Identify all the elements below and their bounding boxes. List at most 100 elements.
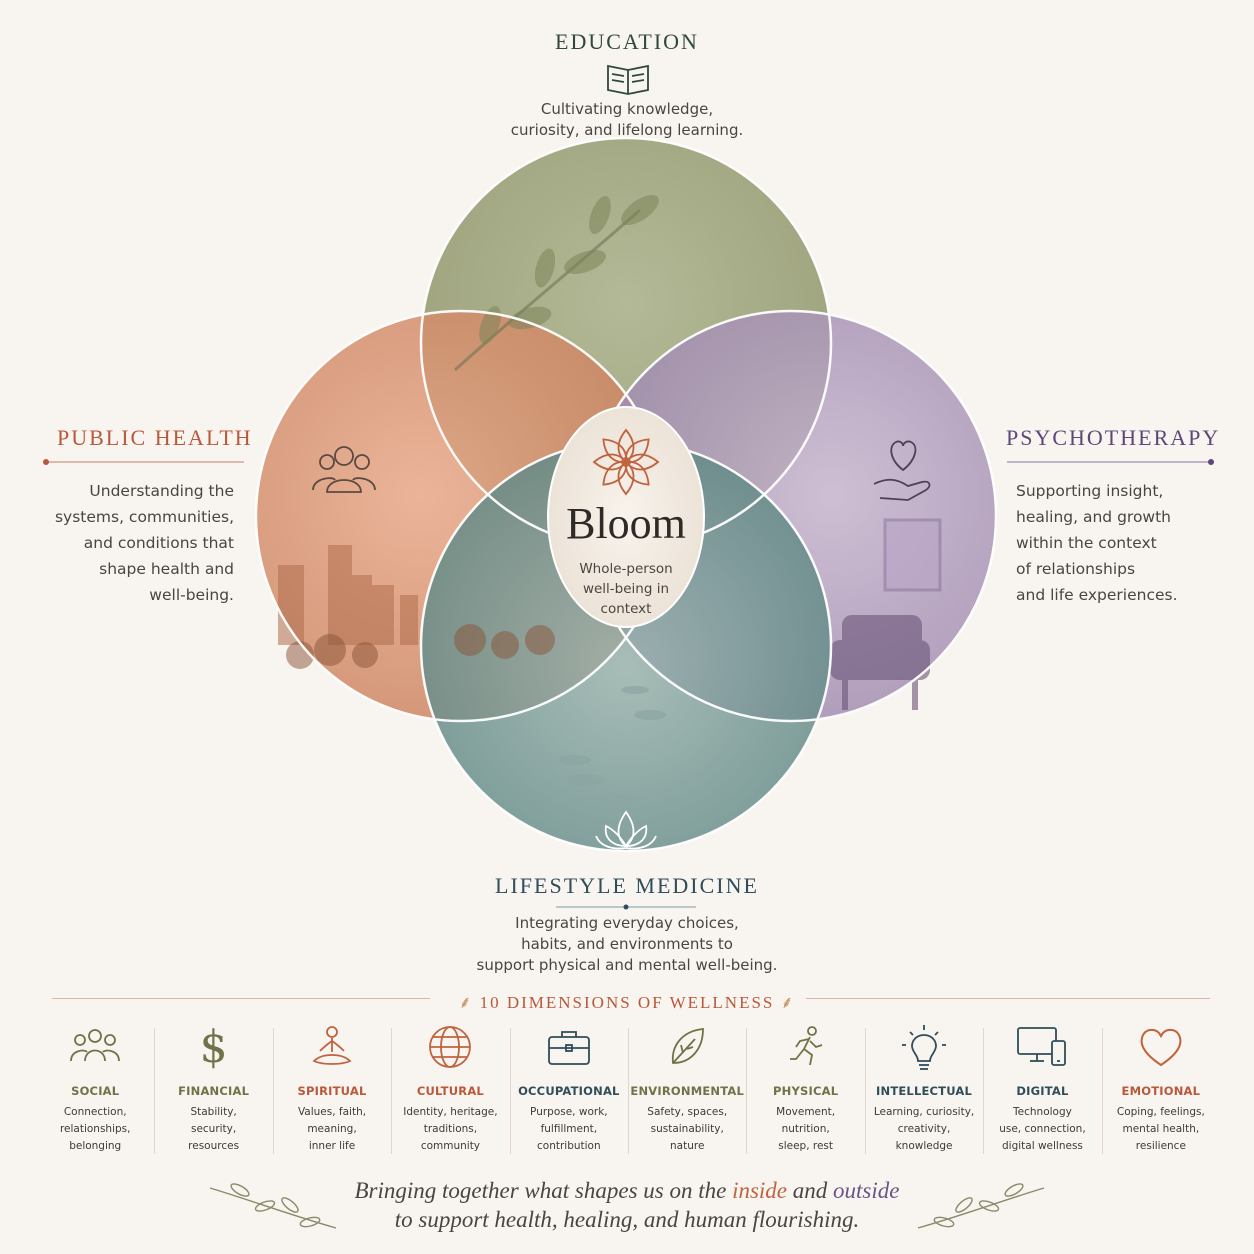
public-health-desc-line: shape health and — [99, 560, 234, 578]
dimension-name: CULTURAL — [416, 1084, 484, 1098]
city-skyline-illustration — [278, 545, 418, 645]
center-tagline-line: context — [600, 601, 652, 617]
footer-text: Bringing together what shapes us on the — [354, 1178, 733, 1203]
wellness-dimensions: SOCIAL Connection, relationships, belong… — [36, 1022, 1220, 1158]
dimension-desc-line: Connection, — [63, 1106, 127, 1118]
public-health-divider-dot — [43, 459, 49, 465]
education-desc-line: curiosity, and lifelong learning. — [510, 121, 744, 139]
dimension-desc-line: creativity, — [897, 1123, 951, 1135]
public-health-desc-line: well-being. — [149, 586, 234, 604]
dimension-desc-line: meaning, — [307, 1123, 357, 1135]
right-sprig-icon — [917, 1183, 1045, 1229]
dimension-desc-line: Stability, — [190, 1106, 237, 1118]
dimension-occupational: OCCUPATIONAL Purpose, work, fulfillment,… — [509, 1022, 628, 1158]
dimension-social: SOCIAL Connection, relationships, belong… — [36, 1022, 154, 1158]
lifestyle-divider-dot — [623, 904, 629, 910]
psychotherapy-title: PSYCHOTHERAPY — [1006, 425, 1221, 450]
lotus-icon — [595, 810, 657, 850]
dimension-spiritual: SPIRITUAL Values, faith, meaning, inner … — [272, 1022, 391, 1158]
dimension-name: SOCIAL — [71, 1084, 120, 1098]
dimension-desc-line: Purpose, work, — [530, 1106, 608, 1118]
dimension-desc-line: traditions, — [423, 1123, 478, 1135]
public-health-desc-line: Understanding the — [89, 482, 234, 500]
dimension-desc-line: inner life — [308, 1140, 356, 1152]
dimension-desc: Learning, curiosity, creativity, knowled… — [865, 1104, 983, 1155]
dimension-cultural: CULTURAL Identity, heritage, traditions,… — [391, 1022, 509, 1158]
dimension-digital: DIGITAL Technology use, connection, digi… — [983, 1022, 1101, 1158]
dimension-desc: Stability, security, resources — [154, 1104, 272, 1155]
footer-tagline-line2: to support health, healing, and human fl… — [394, 1207, 860, 1232]
trees-illustration — [286, 624, 555, 669]
public-health-description: Understanding the systems, communities, … — [24, 478, 234, 608]
public-health-desc-line: systems, communities, — [54, 508, 234, 526]
meditation-icon — [312, 1026, 352, 1065]
dimension-desc: Movement, nutrition, sleep, rest — [746, 1104, 864, 1155]
sprig-left-icon: ⸙ — [458, 993, 480, 1012]
dimension-desc: Values, faith, meaning, inner life — [273, 1104, 391, 1155]
dimension-desc-line: use, connection, — [999, 1123, 1086, 1135]
lifestyle-medicine-title: LIFESTYLE MEDICINE — [495, 873, 759, 898]
dimension-desc-line: mental health, — [1122, 1123, 1200, 1135]
footer-outside: outside — [833, 1178, 900, 1203]
dims-rule-right — [806, 998, 1210, 999]
dimension-desc: Identity, heritage, traditions, communit… — [391, 1104, 509, 1155]
people-icon — [70, 1029, 121, 1062]
left-sprig-icon — [209, 1183, 337, 1229]
dimension-desc-line: relationships, — [59, 1123, 131, 1135]
public-health-desc-line: and conditions that — [83, 534, 234, 552]
dimension-desc-line: resilience — [1135, 1140, 1186, 1152]
lifestyle-desc-line: support physical and mental well-being. — [476, 956, 778, 974]
dimension-desc-line: resources — [188, 1140, 240, 1152]
dimension-desc-line: Learning, curiosity, — [873, 1106, 975, 1118]
education-description: Cultivating knowledge, curiosity, and li… — [427, 99, 827, 141]
dimension-desc: Purpose, work, fulfillment, contribution — [510, 1104, 628, 1155]
dimension-desc: Coping, feelings, mental health, resilie… — [1102, 1104, 1220, 1155]
psychotherapy-desc-line: healing, and growth — [1016, 508, 1172, 526]
dimension-desc-line: nature — [670, 1140, 705, 1152]
dimension-desc: Technology use, connection, digital well… — [983, 1104, 1101, 1155]
dimension-desc-line: belonging — [69, 1140, 122, 1152]
dimension-physical: PHYSICAL Movement, nutrition, sleep, res… — [746, 1022, 864, 1158]
armchair-illustration — [830, 615, 930, 710]
open-book-icon — [607, 64, 649, 95]
heart-icon — [1140, 1028, 1182, 1067]
psychotherapy-desc-line: within the context — [1016, 534, 1157, 552]
dimension-desc-line: knowledge — [895, 1140, 953, 1152]
footer-text: and — [787, 1178, 834, 1203]
dimension-name: EMOTIONAL — [1121, 1084, 1201, 1098]
psychotherapy-desc-line: Supporting insight, — [1016, 482, 1164, 500]
dimension-desc-line: nutrition, — [781, 1123, 830, 1135]
psychotherapy-divider-dot — [1208, 459, 1214, 465]
dimension-desc-line: Identity, heritage, — [403, 1106, 498, 1118]
lifestyle-desc-line: Integrating everyday choices, — [515, 914, 739, 932]
center-tagline-line: Whole-person — [579, 561, 673, 577]
dimensions-title: ⸙ 10 DIMENSIONS OF WELLNESS ⸙ — [0, 990, 1254, 1013]
dimension-desc-line: contribution — [537, 1140, 601, 1152]
psychotherapy-desc-line: of relationships — [1016, 560, 1136, 578]
psychotherapy-desc-line: and life experiences. — [1016, 586, 1178, 604]
dimension-name: ENVIRONMENTAL — [630, 1084, 745, 1098]
dims-rule-left — [52, 998, 430, 999]
lifestyle-desc-line: habits, and environments to — [521, 935, 733, 953]
dimension-name: OCCUPATIONAL — [518, 1084, 620, 1098]
globe-icon — [429, 1026, 472, 1068]
leaf-icon — [672, 1028, 705, 1064]
dimension-desc-line: fulfillment, — [540, 1123, 598, 1135]
devices-icon — [1017, 1027, 1067, 1066]
footer-inside: inside — [732, 1178, 788, 1203]
dimension-desc-line: Movement, — [776, 1106, 836, 1118]
dimension-desc-line: sustainability, — [650, 1123, 724, 1135]
lifestyle-medicine-description: Integrating everyday choices, habits, an… — [427, 913, 827, 976]
public-health-title: PUBLIC HEALTH — [57, 425, 253, 450]
dimension-environmental: ENVIRONMENTAL Safety, spaces, sustainabi… — [628, 1022, 746, 1158]
dimension-desc-line: security, — [190, 1123, 237, 1135]
sprig-right-icon: ⸙ — [774, 993, 796, 1012]
lightbulb-icon — [902, 1025, 947, 1070]
brand-name: Bloom — [566, 499, 686, 548]
center-ellipse — [547, 406, 705, 628]
dimension-desc: Connection, relationships, belonging — [36, 1104, 154, 1155]
people-group-icon — [312, 446, 376, 493]
dimension-desc-line: Safety, spaces, — [647, 1106, 728, 1118]
runner-icon — [789, 1026, 822, 1066]
